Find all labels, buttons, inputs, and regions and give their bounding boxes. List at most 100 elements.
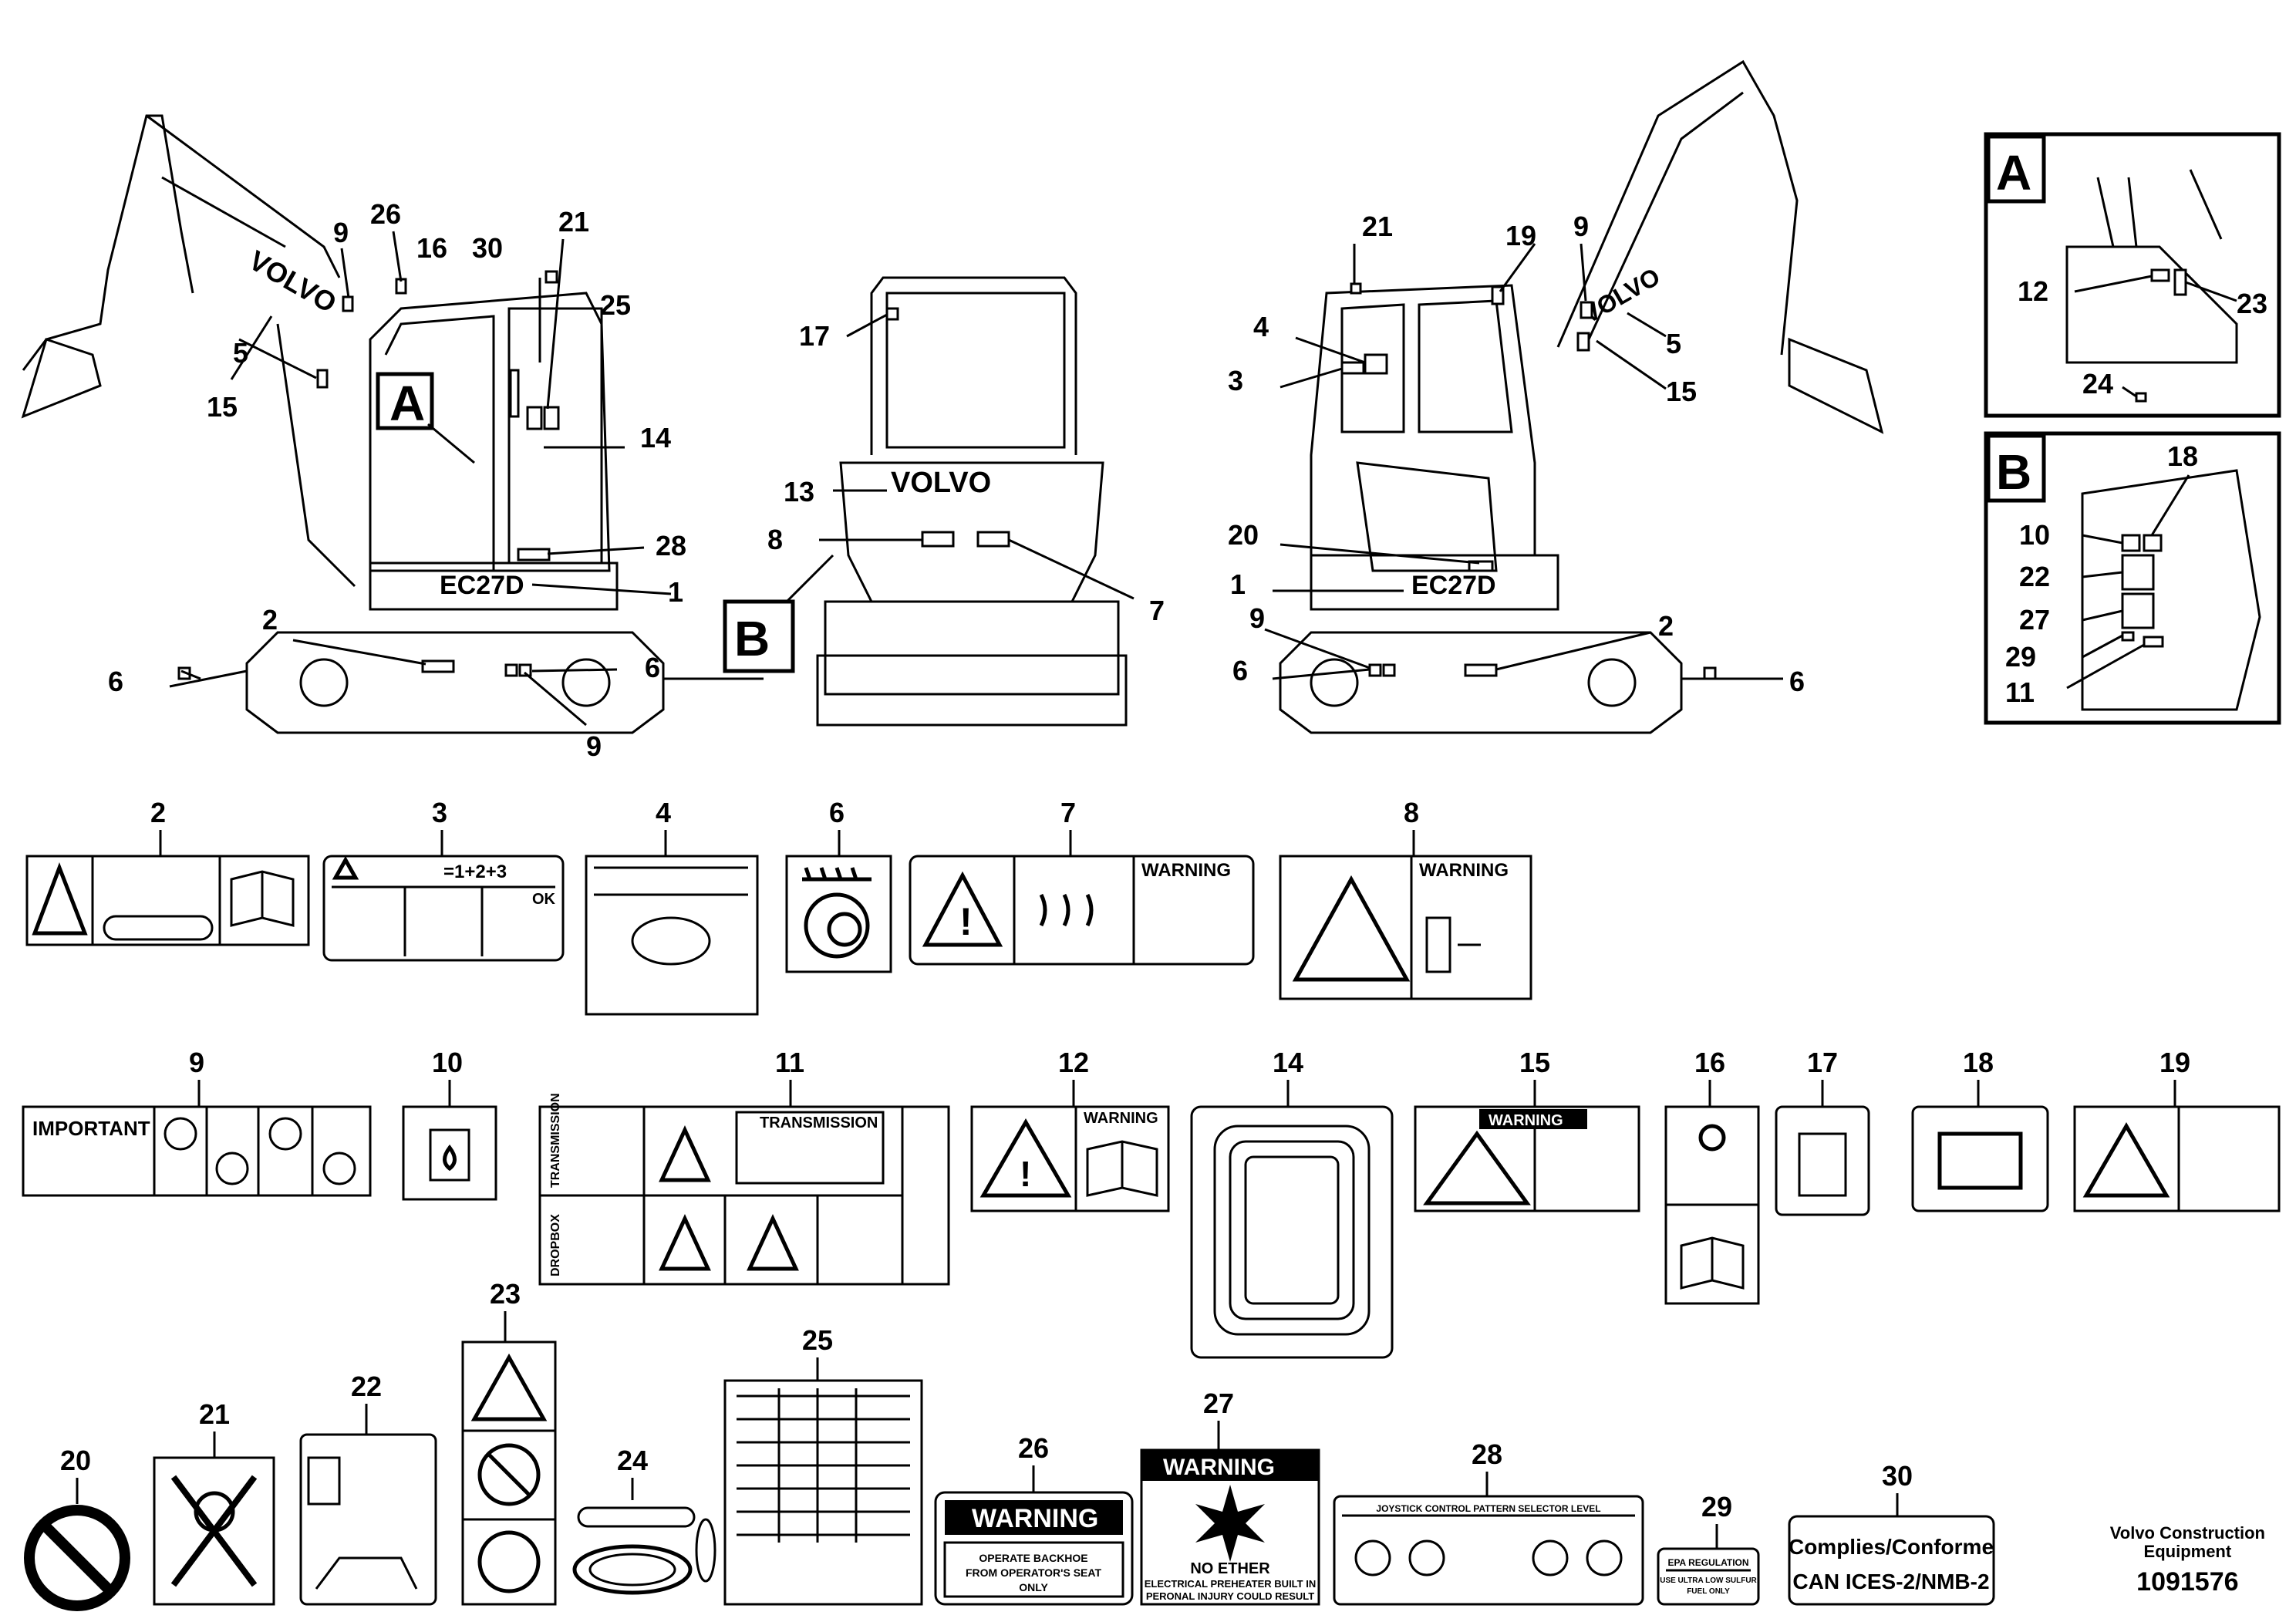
svg-text:14: 14 xyxy=(640,422,671,454)
svg-text:21: 21 xyxy=(199,1398,230,1430)
svg-text:16: 16 xyxy=(1694,1047,1725,1078)
svg-text:3: 3 xyxy=(1228,365,1243,396)
svg-text:11: 11 xyxy=(2005,676,2035,708)
svg-text:7: 7 xyxy=(1060,797,1076,828)
svg-text:8: 8 xyxy=(1404,797,1419,828)
svg-text:26: 26 xyxy=(1018,1432,1049,1464)
svg-text:12: 12 xyxy=(1058,1047,1089,1078)
svg-text:9: 9 xyxy=(1249,602,1265,634)
decal-24: 24 xyxy=(572,1445,716,1595)
svg-text:29: 29 xyxy=(2005,641,2036,673)
svg-text:22: 22 xyxy=(351,1371,382,1402)
svg-text:EPA REGULATION: EPA REGULATION xyxy=(1667,1557,1748,1568)
decal-22: 22 xyxy=(299,1371,437,1606)
svg-text:2: 2 xyxy=(262,604,278,636)
svg-text:21: 21 xyxy=(1362,211,1393,242)
decal-27: 27 WARNING NO ETHER ELECTRICAL PREHEATER… xyxy=(1140,1388,1320,1606)
svg-text:19: 19 xyxy=(1505,220,1536,251)
svg-text:15: 15 xyxy=(1666,376,1697,407)
footer-company-line1: Volvo Construction xyxy=(2109,1523,2265,1543)
svg-text:28: 28 xyxy=(1472,1438,1502,1470)
document-number: 1091576 xyxy=(2136,1567,2239,1597)
excavator-right-view: VOLVO EC27D 21 19 9 4 3 20 1 9 6 2 6 5 1… xyxy=(1228,59,1884,734)
svg-text:30: 30 xyxy=(472,232,503,264)
decal-12: 12 ! WARNING xyxy=(970,1047,1170,1212)
svg-text:28: 28 xyxy=(656,530,686,561)
svg-text:TRANSMISSION: TRANSMISSION xyxy=(760,1114,878,1131)
svg-text:NO ETHER: NO ETHER xyxy=(1190,1560,1270,1577)
svg-text:OK: OK xyxy=(532,891,556,908)
svg-text:8: 8 xyxy=(767,524,783,555)
svg-text:15: 15 xyxy=(1519,1047,1550,1078)
decal-3: 3 =1+2+3 OK xyxy=(322,797,565,962)
svg-text:17: 17 xyxy=(1807,1047,1838,1078)
svg-text:JOYSTICK CONTROL PATTERN SELEC: JOYSTICK CONTROL PATTERN SELECTOR LEVEL xyxy=(1376,1503,1600,1514)
svg-text:6: 6 xyxy=(829,797,845,828)
inset-b-pointer-label: B xyxy=(734,611,770,666)
inset-b-title: B xyxy=(1996,444,2031,500)
svg-text:OPERATE BACKHOE: OPERATE BACKHOE xyxy=(979,1552,1087,1564)
decal-7: 7 ! WARNING xyxy=(909,797,1255,966)
decal-18: 18 xyxy=(1911,1047,2049,1212)
svg-text:USE ULTRA LOW SULFUR: USE ULTRA LOW SULFUR xyxy=(1660,1576,1757,1585)
svg-text:IMPORTANT: IMPORTANT xyxy=(32,1117,150,1140)
svg-text:2: 2 xyxy=(150,797,166,828)
decal-16: 16 xyxy=(1664,1047,1760,1305)
decal-4: 4 xyxy=(585,797,759,1016)
svg-text:23: 23 xyxy=(490,1278,521,1310)
decal-17: 17 xyxy=(1775,1047,1870,1216)
svg-text:FROM OPERATOR'S SEAT: FROM OPERATOR'S SEAT xyxy=(966,1566,1101,1579)
decal-20: 20 xyxy=(24,1445,130,1611)
svg-text:10: 10 xyxy=(2019,519,2050,551)
svg-text:9: 9 xyxy=(1573,211,1589,242)
decal-2: 2 xyxy=(25,797,310,946)
svg-text:16: 16 xyxy=(416,232,447,264)
svg-text:18: 18 xyxy=(1963,1047,1994,1078)
svg-text:=1+2+3: =1+2+3 xyxy=(443,862,507,882)
excavator-left-view: VOLVO EC27D A 9 26 5 15 16 30 21 25 14 2… xyxy=(21,114,764,762)
svg-text:FUEL ONLY: FUEL ONLY xyxy=(1687,1587,1730,1596)
svg-text:19: 19 xyxy=(2159,1047,2190,1078)
svg-text:26: 26 xyxy=(370,198,401,230)
svg-text:6: 6 xyxy=(1789,666,1805,697)
svg-text:12: 12 xyxy=(2018,275,2048,307)
decal-23: 23 xyxy=(461,1278,557,1606)
svg-text:15: 15 xyxy=(207,391,238,423)
model-text-left: EC27D xyxy=(440,571,524,600)
svg-text:27: 27 xyxy=(2019,604,2050,636)
svg-text:18: 18 xyxy=(2167,440,2198,472)
decal-30: 30 Complies/Conforme CAN ICES-2/NMB-2 xyxy=(1788,1460,1995,1606)
svg-text:!: ! xyxy=(959,900,973,943)
decal-9: 9 IMPORTANT xyxy=(22,1047,372,1197)
svg-text:PERONAL INJURY COULD RESULT: PERONAL INJURY COULD RESULT xyxy=(1146,1590,1314,1602)
svg-text:WARNING: WARNING xyxy=(1489,1112,1563,1129)
svg-text:10: 10 xyxy=(432,1047,463,1078)
inset-a-title: A xyxy=(1996,145,2031,201)
svg-text:WARNING: WARNING xyxy=(1419,860,1509,881)
svg-text:2: 2 xyxy=(1658,610,1674,642)
svg-text:11: 11 xyxy=(775,1047,804,1078)
svg-text:24: 24 xyxy=(617,1445,648,1476)
svg-text:29: 29 xyxy=(1701,1491,1732,1523)
svg-text:13: 13 xyxy=(784,476,814,508)
svg-text:WARNING: WARNING xyxy=(1141,860,1231,881)
svg-text:!: ! xyxy=(1020,1154,1031,1194)
svg-text:ONLY: ONLY xyxy=(1019,1581,1048,1593)
svg-text:23: 23 xyxy=(2237,288,2267,319)
svg-text:WARNING: WARNING xyxy=(1084,1110,1158,1127)
svg-text:27: 27 xyxy=(1203,1388,1234,1419)
footer-company-line2: Equipment xyxy=(2143,1542,2232,1561)
svg-text:9: 9 xyxy=(586,730,602,762)
svg-text:1: 1 xyxy=(1230,568,1246,600)
decal-6: 6 xyxy=(785,797,892,973)
svg-text:ELECTRICAL PREHEATER BUILT IN: ELECTRICAL PREHEATER BUILT IN xyxy=(1145,1578,1316,1590)
svg-text:3: 3 xyxy=(432,797,447,828)
decal-26: 26 WARNING OPERATE BACKHOE FROM OPERATOR… xyxy=(934,1432,1134,1606)
excavator-rear-view: VOLVO 17 13 8 7 B xyxy=(723,276,1165,727)
inset-b-panel: B 18 10 22 27 29 11 xyxy=(1984,431,2281,725)
svg-text:7: 7 xyxy=(1149,595,1165,626)
svg-text:WARNING: WARNING xyxy=(1163,1455,1275,1480)
inset-a-pointer-label: A xyxy=(389,376,425,431)
svg-text:9: 9 xyxy=(333,217,349,248)
svg-text:25: 25 xyxy=(802,1324,833,1356)
